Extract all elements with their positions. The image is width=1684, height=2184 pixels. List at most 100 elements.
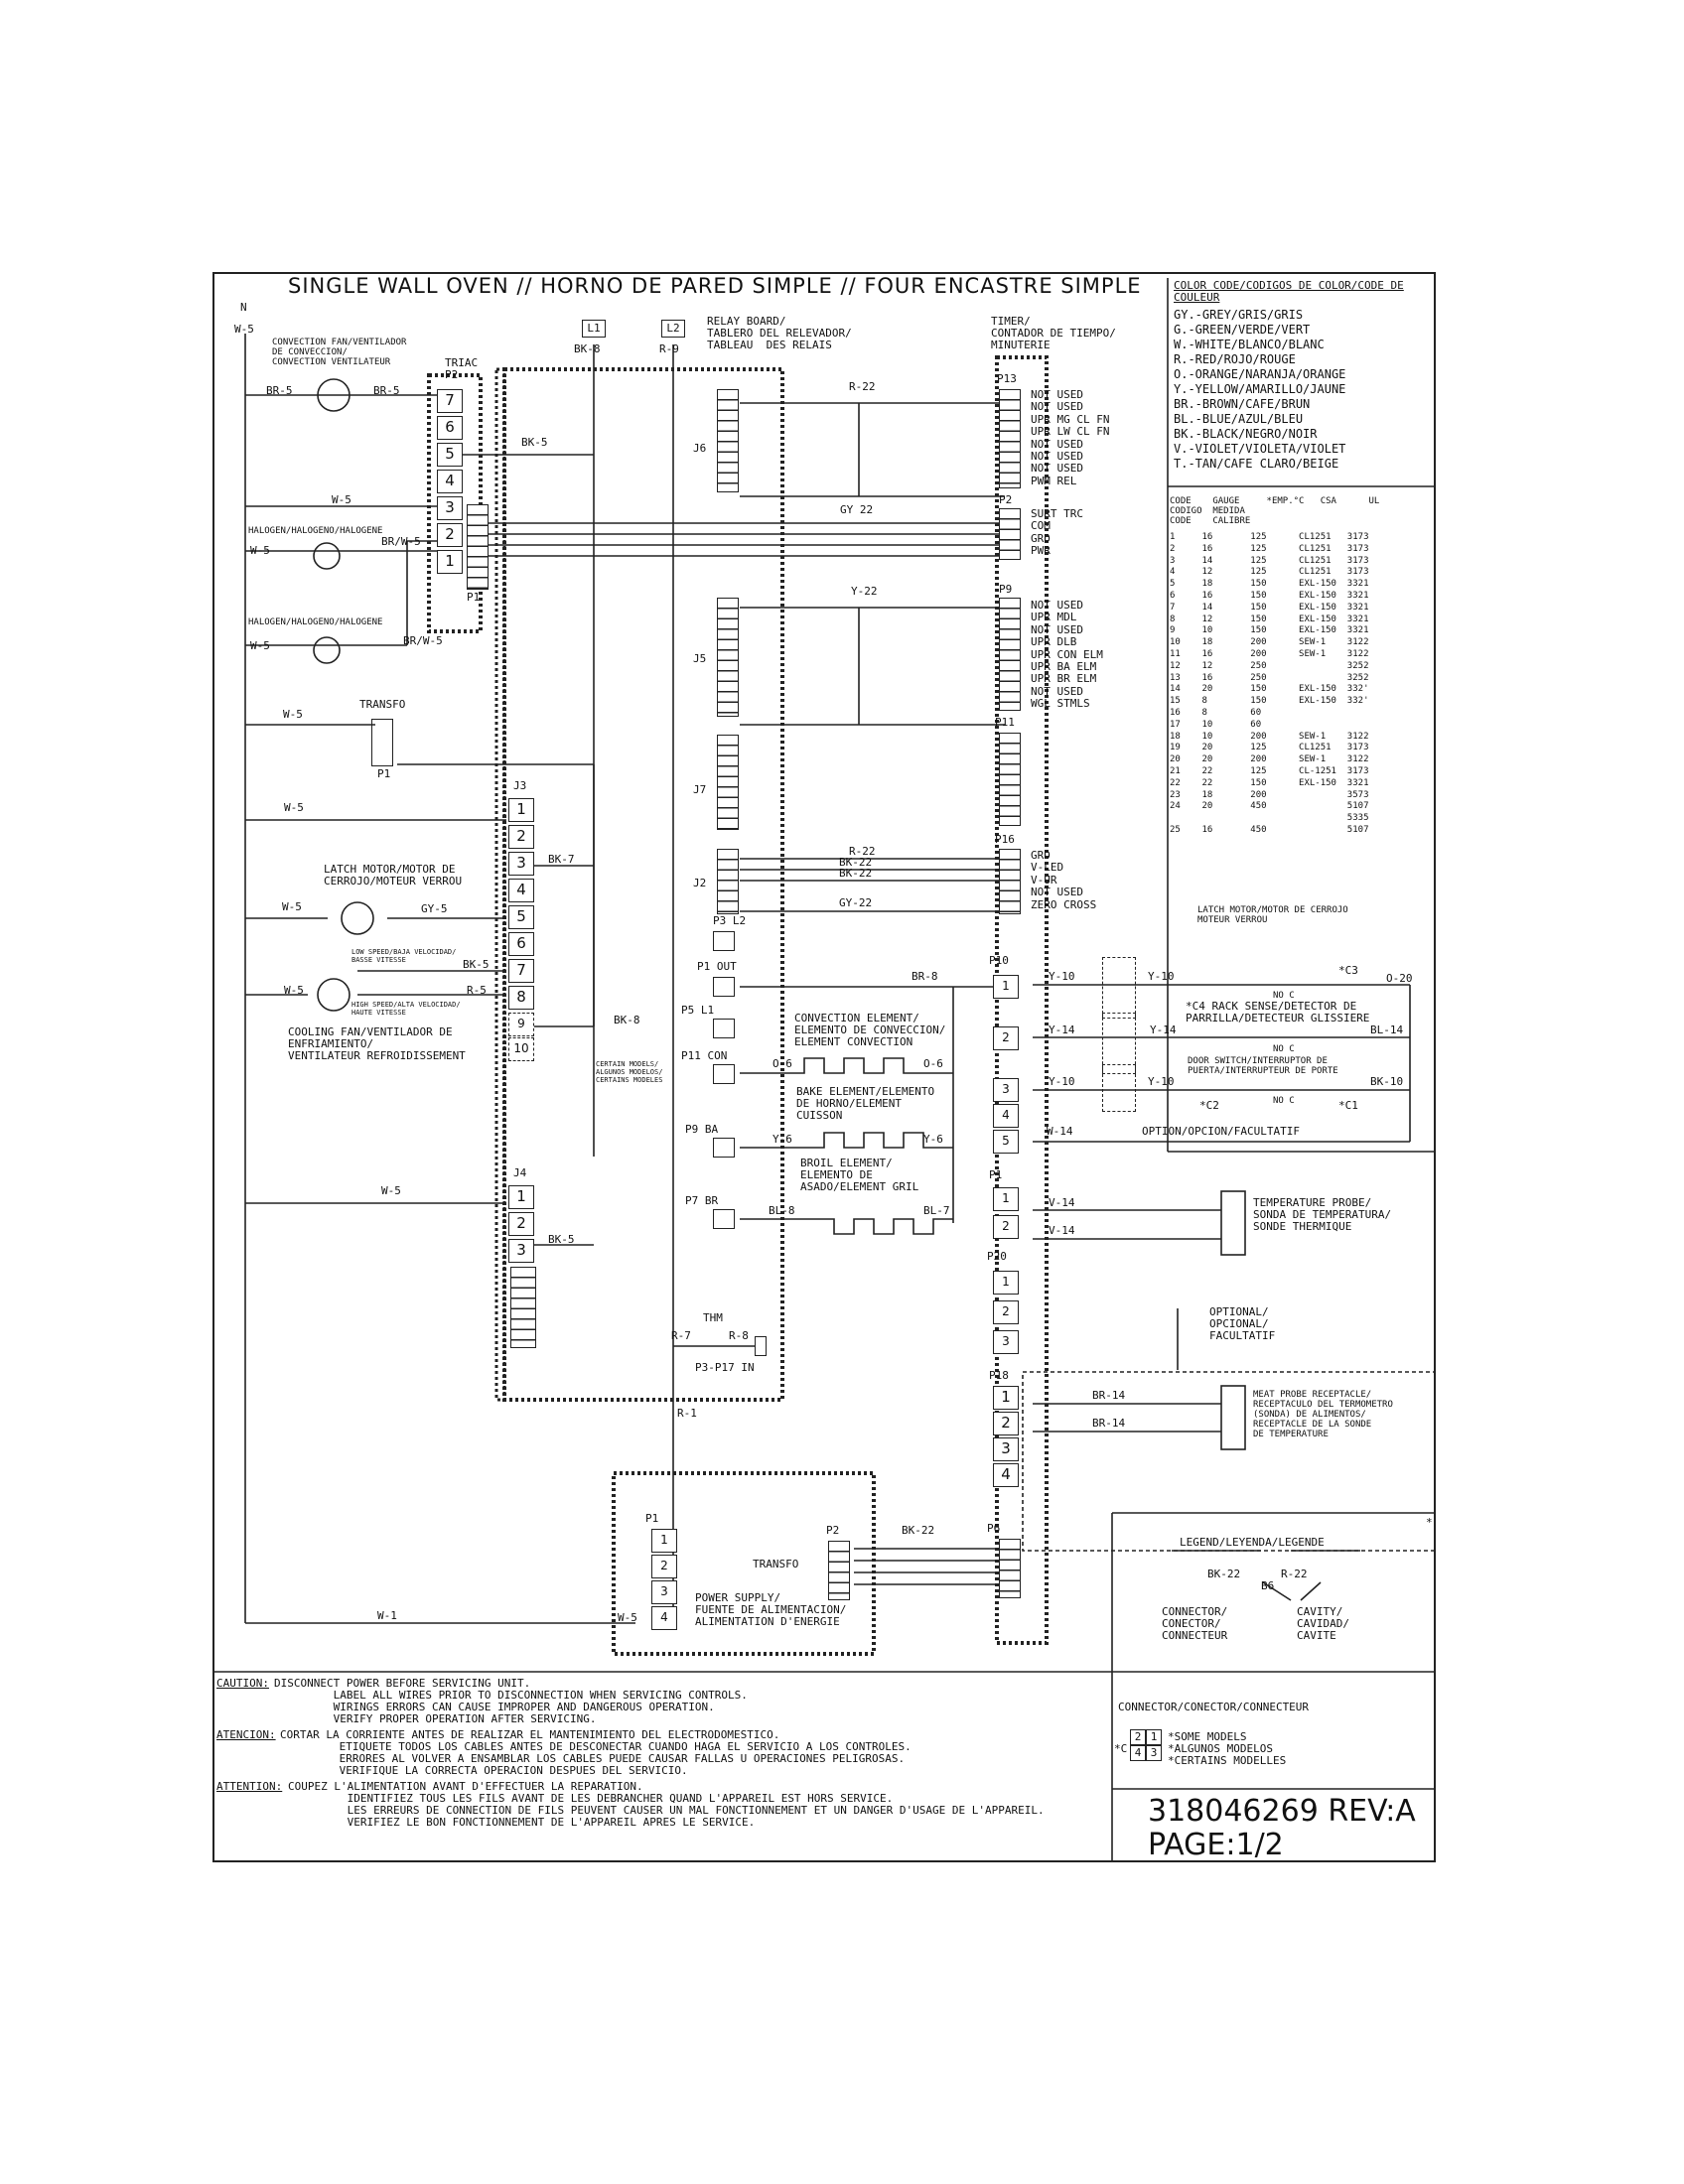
connector-p16 — [999, 849, 1021, 914]
p10-pin-1: 1 — [993, 975, 1019, 999]
p3-l2-terminal — [713, 931, 735, 951]
triac-p2-label: P2 — [445, 368, 459, 381]
p20-pin-3: 3 — [993, 1330, 1019, 1354]
convection-fan-label: CONVECTION FAN/VENTILADOR DE CONVECCION/… — [272, 338, 407, 367]
connector-p2 — [999, 508, 1021, 560]
j4-unused-pins — [510, 1267, 536, 1348]
p9-ba-terminal — [713, 1138, 735, 1158]
convection-fan-wire-br5-right: BR-5 — [373, 384, 400, 397]
j3-pin-8: 8 — [508, 986, 534, 1010]
p9-ba-label: P9 BA — [685, 1123, 719, 1136]
connector-legend-title: CONNECTOR/CONECTOR/CONNECTEUR — [1118, 1701, 1310, 1713]
l1-wire-bk8: BK-8 — [574, 342, 601, 355]
optional-label: OPTIONAL/ OPCIONAL/ FACULTATIF — [1209, 1305, 1276, 1342]
j4-pin-1: 1 — [508, 1185, 534, 1209]
caution-text-fr: COUPEZ L'ALIMENTATION AVANT D'EFFECTUER … — [288, 1780, 1045, 1829]
j3-pin-7: 7 — [508, 959, 534, 983]
triac-pin-2: 2 — [437, 523, 463, 547]
p7-br-label: P7 BR — [685, 1194, 719, 1207]
halogen-lamp-1-label: HALOGEN/HALOGENO/HALOGENE — [248, 526, 383, 536]
wire-v14-a: V-14 — [1049, 1196, 1075, 1209]
option-label: OPTION/OPCION/FACULTATIF — [1142, 1125, 1300, 1138]
caution-text-es: CORTAR LA CORRIENTE ANTES DE REALIZAR EL… — [280, 1728, 912, 1777]
wire-bk5-low: BK-5 — [463, 958, 490, 971]
neutral-w5-label: W-5 — [234, 323, 254, 336]
meat-probe-label: MEAT PROBE RECEPTACLE/ RECEPTACULO DEL T… — [1253, 1390, 1393, 1439]
certain-models-note: CERTAIN MODELS/ ALGUNOS MODELOS/ CERTAIN… — [596, 1060, 663, 1084]
temperature-probe-label: TEMPERATURE PROBE/ SONDA DE TEMPERATURA/… — [1253, 1196, 1392, 1233]
transfo-p1-label: P1 — [377, 767, 391, 780]
transfo-connector — [371, 719, 393, 766]
p10-pin-2: 2 — [993, 1026, 1019, 1050]
wire-r7: R-7 — [671, 1329, 691, 1342]
relay-k2 — [1102, 1013, 1136, 1074]
wire-bl14: BL-14 — [1370, 1024, 1404, 1036]
triac-pin-3: 3 — [437, 496, 463, 520]
wire-o6-right: O-6 — [923, 1057, 943, 1070]
legend-title: LEGEND/LEYENDA/LEGENDE — [1180, 1536, 1325, 1549]
connector-p13 — [999, 389, 1021, 488]
j3-pin-6: 6 — [508, 932, 534, 956]
j6-label: J6 — [693, 442, 707, 455]
wire-bk8: BK-8 — [614, 1014, 640, 1026]
wire-r8: R-8 — [729, 1329, 749, 1342]
wire-y10-p10-3: Y-10 — [1049, 1075, 1075, 1088]
ps-pin-2: 2 — [651, 1555, 677, 1578]
wire-r5: R-5 — [467, 984, 487, 997]
connector-legend-models: *SOME MODELS *ALGUNOS MODELOS *CERTAINS … — [1168, 1730, 1287, 1767]
p7-br-terminal — [713, 1209, 735, 1229]
p16-label: P16 — [995, 833, 1015, 846]
j2-label: J2 — [693, 877, 707, 889]
j4-bk5: BK-5 — [548, 1233, 575, 1246]
j3-pin-2: 2 — [508, 825, 534, 849]
p20-pin-1: 1 — [993, 1271, 1019, 1295]
halogen-2-w5: W-5 — [250, 639, 270, 652]
convection-element-label: CONVECTION ELEMENT/ ELEMENTO DE CONVECCI… — [794, 1012, 946, 1048]
ps-pin-1: 1 — [651, 1529, 677, 1553]
l2-wire-r9: R-9 — [659, 342, 679, 355]
triac-pin-6: 6 — [437, 416, 463, 440]
latch-motor-right-label: LATCH MOTOR/MOTOR DE CERROJO MOTEUR VERR… — [1197, 905, 1348, 925]
wire-gy22-j2: GY-22 — [839, 896, 873, 909]
j4-pin-3: 3 — [508, 1239, 534, 1263]
c2-label: *C2 — [1199, 1099, 1219, 1112]
p1-out-label: P1 OUT — [697, 960, 737, 973]
wire-v14-b: V-14 — [1049, 1224, 1075, 1237]
connector-p11 — [999, 733, 1021, 826]
transfo-w5: W-5 — [283, 708, 303, 721]
rack-sense-label: *C4 RACK SENSE/DETECTOR DE PARRILLA/DETE… — [1186, 1000, 1370, 1024]
connector-legend-mark: *C — [1114, 1742, 1128, 1755]
rack-switch-no-c: NO C — [1273, 1044, 1295, 1054]
c3-label: *C3 — [1338, 964, 1358, 977]
page-number: PAGE:1/2 — [1148, 1828, 1284, 1862]
j4-label: J4 — [513, 1166, 527, 1179]
power-supply-transfo: TRANSFO — [753, 1558, 799, 1570]
wire-y10-p10-1: Y-10 — [1049, 970, 1075, 983]
j4-pin-2: 2 — [508, 1212, 534, 1236]
cooling-fan-w5: W-5 — [284, 984, 304, 997]
connector-p9 — [999, 598, 1021, 711]
j3-w5: W-5 — [284, 801, 304, 814]
p10-pin-4: 4 — [993, 1104, 1019, 1128]
triac-p1-connector — [467, 504, 489, 590]
halogen-1-brw5: BR/W-5 — [381, 535, 421, 548]
ps-pin-3: 3 — [651, 1580, 677, 1604]
legend-star: * — [1426, 1516, 1433, 1529]
p16-pin-functions: GRD V-LED V-UR NOT USED ZERO CROSS — [1031, 849, 1097, 911]
latch-switch-no-c: NO C — [1273, 991, 1295, 1001]
legend-pin-4: 4 — [1130, 1745, 1146, 1761]
wire-br8: BR-8 — [912, 970, 938, 983]
wire-o20: O-20 — [1386, 972, 1413, 985]
j3-pin-10: 10 — [508, 1037, 534, 1061]
wire-y6-left: Y-6 — [772, 1133, 792, 1146]
connector-j5 — [717, 598, 739, 717]
door-switch-no-c: NO C — [1273, 1096, 1295, 1106]
p3-l2-label: P3 L2 — [713, 914, 747, 927]
p18-pin-1: 1 — [993, 1386, 1019, 1410]
gauge-table-header: CODE GAUGE *EMP.°C CSA UL CODIGO MEDIDA … — [1170, 496, 1380, 526]
legend-pin-3: 3 — [1146, 1745, 1162, 1761]
legend-terminal: B6 — [1261, 1579, 1275, 1592]
caution-text-en: DISCONNECT POWER BEFORE SERVICING UNIT. … — [274, 1677, 748, 1725]
legend-cavity: CAVITY/ CAVIDAD/ CAVITE — [1297, 1605, 1349, 1642]
probe-pin-2: 2 — [993, 1215, 1019, 1239]
